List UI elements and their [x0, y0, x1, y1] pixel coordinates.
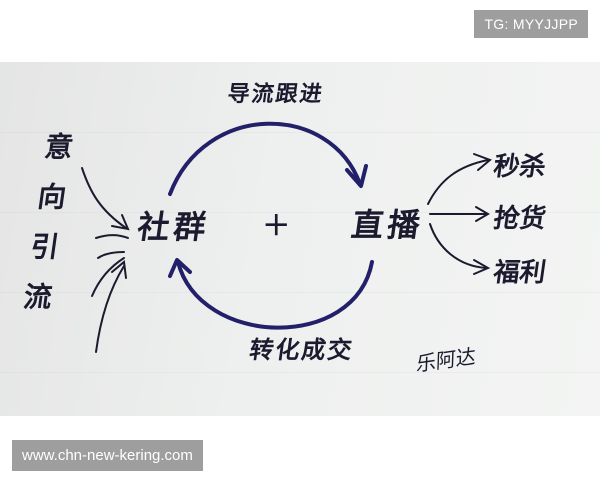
plus-sign: + — [262, 204, 291, 244]
output-label-2: 抢货 — [491, 204, 548, 234]
inflow-arrow-5 — [95, 265, 125, 353]
inflow-arrow-2 — [95, 234, 129, 239]
bottom-arc-arrow — [176, 260, 374, 330]
tg-watermark: TG: MYYJJPP — [474, 10, 588, 38]
arc-bottom-label: 转化成交 — [247, 335, 356, 364]
outflow-arrowhead-1 — [473, 153, 492, 171]
inflow-arrowhead-5 — [111, 260, 127, 279]
inflow-arrow-4 — [91, 257, 125, 297]
node-right-label: 直播 — [349, 206, 427, 244]
diagram-arrows — [81, 121, 492, 353]
inflow-arrowhead-1 — [111, 214, 130, 231]
top-arc-arrow — [168, 121, 362, 196]
output-label-1: 秒杀 — [491, 152, 548, 182]
outflow-arrow-3 — [429, 223, 487, 269]
node-left-label: 社群 — [135, 208, 213, 246]
website-watermark: www.chn-new-kering.com — [12, 440, 203, 471]
outflow-arrowhead-3 — [473, 259, 491, 275]
inflow-arrow-1 — [81, 167, 127, 229]
top-arc-arrowhead — [345, 164, 368, 188]
arc-top-label: 导流跟进 — [225, 81, 326, 107]
outflow-arrowhead-2 — [475, 206, 490, 222]
inflow-arrow-3 — [97, 251, 125, 259]
whiteboard-photo: 意向引流 社群 + 直播 导流跟进 转化成交 秒杀 抢货 福利 乐阿达 — [0, 62, 600, 416]
output-label-3: 福利 — [491, 258, 548, 288]
bottom-arc-arrowhead — [168, 258, 192, 278]
outflow-arrow-1 — [427, 159, 489, 205]
